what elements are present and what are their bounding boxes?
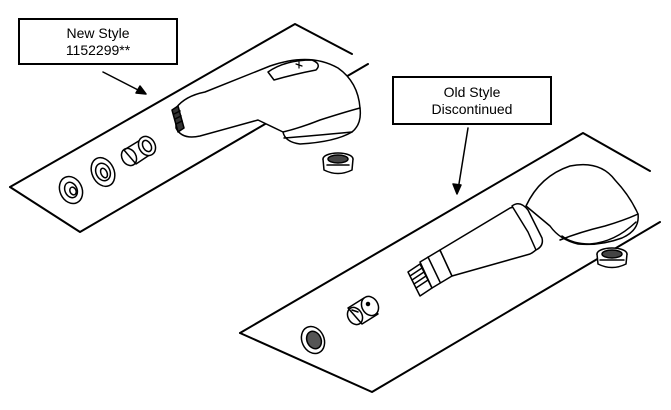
old-style-spray-head xyxy=(407,163,639,297)
old-style-status: Discontinued xyxy=(431,101,513,117)
new-style-spray-head xyxy=(171,58,362,145)
old-style-screen-washer xyxy=(300,325,326,355)
new-style-title: New Style xyxy=(66,25,130,41)
new-style-tray-outline xyxy=(9,23,353,188)
washer-2 xyxy=(90,156,116,188)
old-style-tray-bottom xyxy=(239,221,661,393)
new-style-callout: New Style 1152299** xyxy=(18,18,178,65)
washer-1 xyxy=(58,175,84,205)
old-style-callout: Old Style Discontinued xyxy=(392,76,552,125)
sleeve-fitting xyxy=(120,135,157,167)
new-style-panel xyxy=(9,23,369,233)
old-style-arrow xyxy=(452,127,469,195)
old-style-panel xyxy=(239,127,661,393)
old-style-title: Old Style xyxy=(443,84,501,100)
old-style-fitting xyxy=(346,295,380,326)
new-style-aerator xyxy=(322,152,354,175)
old-style-tray-outline xyxy=(239,132,651,334)
new-style-arrow xyxy=(102,71,147,95)
old-style-aerator xyxy=(596,247,628,269)
new-style-part-number: 1152299** xyxy=(65,42,131,58)
